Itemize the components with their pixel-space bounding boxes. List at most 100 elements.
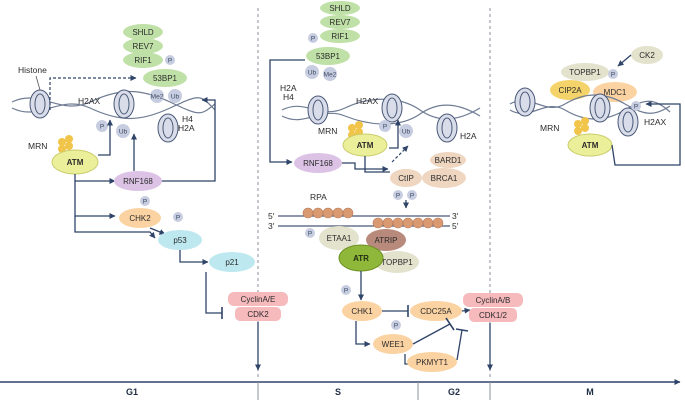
phospho-label: P bbox=[634, 104, 638, 111]
arrow-atm-chk2 bbox=[74, 181, 116, 219]
phospho-label: P bbox=[396, 193, 400, 200]
nucleosome bbox=[589, 93, 611, 123]
brca1-label: BRCA1 bbox=[431, 174, 458, 183]
arrow-chk2-p53 bbox=[149, 227, 166, 235]
etaa1-label: ETAA1 bbox=[327, 234, 352, 243]
shld-label: SHLD bbox=[132, 28, 154, 37]
shld-label: SHLD bbox=[329, 4, 351, 13]
rif1-label: RIF1 bbox=[134, 56, 152, 65]
phospho-label: P bbox=[168, 58, 172, 65]
ub-label: Ub bbox=[119, 129, 128, 136]
mrn-label: MRN bbox=[28, 141, 47, 151]
phospho-label: P bbox=[410, 193, 414, 200]
h2a-label: H2A bbox=[460, 131, 477, 141]
h2ax-label: H2AX bbox=[78, 96, 101, 106]
recruit-arrow bbox=[49, 75, 137, 110]
phase-label-g2: G2 bbox=[448, 387, 460, 397]
cyclin-ab-node bbox=[463, 293, 523, 307]
arrow-ck2-mdc1 bbox=[617, 54, 632, 67]
phospho-label: P bbox=[308, 231, 312, 238]
arrow-cdc25a-cdk bbox=[461, 307, 471, 314]
pkmyt1-label: PKMYT1 bbox=[416, 358, 449, 367]
atm-label: ATM bbox=[357, 141, 374, 150]
phase-label-g1: G1 bbox=[126, 387, 138, 397]
phase-label-m: M bbox=[586, 387, 594, 397]
dna-strand bbox=[509, 94, 671, 114]
phospho-label: P bbox=[100, 124, 104, 131]
atrip-label: ATRIP bbox=[375, 236, 398, 245]
nucleosome bbox=[436, 113, 458, 143]
inhibit-pkmyt1-cdk bbox=[456, 329, 463, 361]
phospho-label: P bbox=[311, 36, 315, 43]
cdk2-label: CDK2 bbox=[247, 310, 269, 319]
53bp1-label: 53BP1 bbox=[153, 74, 178, 83]
five-prime-label: 5′ bbox=[268, 211, 275, 221]
mrn-label: MRN bbox=[540, 123, 559, 133]
phospho-label: P bbox=[611, 72, 615, 79]
nucleosome bbox=[514, 87, 536, 117]
m-panel: CK2 TOPBP1 P CIP2A MDC1 P H2AX MRN ATM bbox=[509, 46, 681, 166]
atrip-node bbox=[366, 229, 406, 251]
dashed-arrow bbox=[391, 145, 409, 163]
wee1-node bbox=[373, 334, 413, 354]
53bp1-label: 53BP1 bbox=[316, 52, 341, 61]
inhibit-wee1-cdk bbox=[412, 323, 451, 345]
ck2-label: CK2 bbox=[639, 51, 655, 60]
rev7-label: REV7 bbox=[330, 18, 351, 27]
arrow-rnf168-h2a bbox=[162, 97, 216, 182]
ck2-node bbox=[631, 46, 663, 64]
shld-node bbox=[320, 1, 360, 15]
cyclin-ae-node bbox=[228, 292, 288, 306]
nucleosome bbox=[29, 89, 51, 119]
etaa1-node bbox=[319, 226, 359, 250]
cip2a-label: CIP2A bbox=[558, 86, 582, 95]
arrow-atm-h2ax bbox=[389, 119, 401, 149]
mdc1-label: MDC1 bbox=[604, 88, 627, 97]
arrow-chk1-wee1 bbox=[355, 321, 371, 347]
h4-label: H4 bbox=[283, 92, 294, 102]
phospho-label: P bbox=[383, 124, 387, 131]
histone-label: Histone bbox=[18, 65, 47, 75]
rnf168-node bbox=[294, 153, 342, 173]
s-panel: SHLD REV7 RIF1 P 53BP1 Ub Me2 H2A H4 H2A… bbox=[268, 1, 523, 372]
cell-cycle-timeline: G1 S G2 M bbox=[0, 379, 681, 400]
rif1-node bbox=[320, 29, 360, 43]
phospho-label: P bbox=[394, 323, 398, 330]
h4-label: H4 bbox=[182, 114, 193, 124]
nucleosome bbox=[157, 113, 179, 143]
ctip-label: CtIP bbox=[398, 174, 414, 183]
atm-label: ATM bbox=[67, 158, 84, 167]
ub-badge bbox=[168, 89, 182, 103]
chk1-node bbox=[342, 301, 382, 321]
cdc25a-label: CDC25A bbox=[420, 307, 452, 316]
cdk12-node bbox=[469, 308, 517, 322]
arrow-atm-p53 bbox=[74, 216, 156, 239]
rpa-label: RPA bbox=[310, 192, 327, 202]
nucleosome bbox=[307, 95, 329, 125]
nucleosome bbox=[617, 107, 639, 137]
wee1-label: WEE1 bbox=[382, 340, 405, 349]
topbp1-label: TOPBP1 bbox=[569, 68, 601, 77]
nucleosome bbox=[381, 93, 403, 123]
atm-label: ATM bbox=[582, 141, 599, 150]
topbp1-label: TOPBP1 bbox=[381, 258, 413, 267]
rif1-node bbox=[123, 52, 163, 68]
me2-label: Me2 bbox=[151, 94, 164, 101]
ub-label: Ub bbox=[171, 94, 180, 101]
pkmyt1-node bbox=[407, 352, 457, 372]
me2-badge bbox=[150, 89, 164, 103]
topbp1-node bbox=[561, 63, 609, 81]
53bp1-node bbox=[306, 47, 350, 65]
rev7-node bbox=[320, 15, 360, 29]
topbp1-node bbox=[375, 251, 419, 273]
ub-label: Ub bbox=[402, 129, 411, 136]
arrow-atm-rnf168 bbox=[74, 174, 116, 184]
cip2a-node bbox=[550, 80, 590, 100]
arrow-atm-ctip bbox=[364, 156, 390, 173]
ctip-node bbox=[390, 169, 422, 187]
arrow-atm-h2ax bbox=[611, 101, 681, 166]
chk2-label: CHK2 bbox=[129, 214, 151, 223]
three-prime-label: 3′ bbox=[452, 211, 459, 221]
arrow-atm-h2ax bbox=[98, 119, 113, 156]
